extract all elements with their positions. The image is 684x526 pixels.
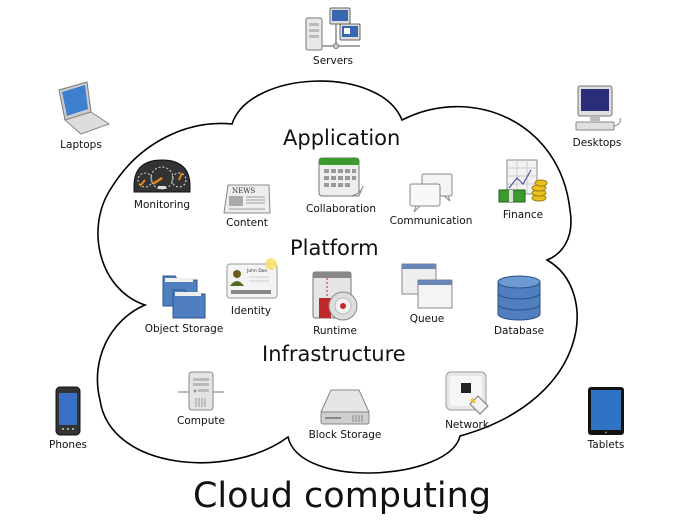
queue-windows-icon xyxy=(401,263,453,309)
desktops-node: Desktops xyxy=(562,84,632,149)
network-node: Network xyxy=(436,370,498,431)
laptop-icon xyxy=(58,81,111,135)
collaboration-label: Collaboration xyxy=(306,203,376,215)
tablets-node: Tablets xyxy=(576,386,636,451)
folders-icon xyxy=(162,275,206,319)
calendar-icon xyxy=(318,157,364,197)
network-label: Network xyxy=(445,419,489,431)
collaboration-node: Collaboration xyxy=(296,156,386,215)
finance-label: Finance xyxy=(502,209,544,221)
communication-node: Communication xyxy=(386,172,476,227)
id-card-icon: John Doe xyxy=(226,258,278,299)
servers-icon xyxy=(305,7,361,51)
block-storage-label: Block Storage xyxy=(308,429,382,441)
id-card-name: John Doe xyxy=(246,268,267,274)
identity-node: John Doe Identity xyxy=(220,258,282,317)
layer-application-heading: Application xyxy=(283,126,401,150)
finance-chart-money-icon xyxy=(498,159,548,203)
chat-bubbles-icon xyxy=(409,173,453,212)
queue-node: Queue xyxy=(396,262,458,325)
compute-node: Compute xyxy=(170,370,232,427)
tablet-icon xyxy=(588,387,624,435)
server-tower-icon xyxy=(178,371,224,411)
database-label: Database xyxy=(493,325,545,337)
block-storage-node: Block Storage xyxy=(290,388,400,441)
phones-label: Phones xyxy=(49,439,87,451)
servers-node: Servers xyxy=(298,6,368,67)
layer-infrastructure-heading: Infrastructure xyxy=(262,342,406,366)
newspaper-masthead: NEWS xyxy=(232,187,255,195)
laptops-label: Laptops xyxy=(60,139,102,151)
dashboard-gauge-icon xyxy=(133,159,191,193)
database-icon xyxy=(497,275,541,321)
object-storage-node: Object Storage xyxy=(138,272,230,335)
layer-platform-heading: Platform xyxy=(290,236,379,260)
newspaper-icon: NEWS xyxy=(223,184,271,214)
runtime-disc-box-icon xyxy=(312,271,358,321)
database-node: Database xyxy=(488,274,550,337)
object-storage-label: Object Storage xyxy=(144,323,224,335)
hard-drive-icon xyxy=(320,389,370,425)
tablets-label: Tablets xyxy=(587,439,625,451)
monitoring-node: Monitoring xyxy=(122,156,202,211)
desktop-icon xyxy=(575,85,621,131)
phone-icon xyxy=(55,386,81,436)
monitoring-label: Monitoring xyxy=(133,199,191,211)
finance-node: Finance xyxy=(492,158,554,221)
runtime-label: Runtime xyxy=(313,325,357,337)
servers-label: Servers xyxy=(313,55,353,67)
desktops-label: Desktops xyxy=(572,137,622,149)
compute-label: Compute xyxy=(177,415,225,427)
content-label: Content xyxy=(226,217,268,229)
diagram-title: Cloud computing xyxy=(192,476,492,516)
identity-label: Identity xyxy=(230,305,272,317)
communication-label: Communication xyxy=(389,215,473,227)
network-jack-icon xyxy=(445,371,489,415)
queue-label: Queue xyxy=(409,313,445,325)
laptops-node: Laptops xyxy=(46,80,116,151)
cloud-shape xyxy=(96,80,578,474)
runtime-node: Runtime xyxy=(300,270,370,337)
phones-node: Phones xyxy=(38,386,98,451)
content-node: NEWS Content xyxy=(216,184,278,229)
